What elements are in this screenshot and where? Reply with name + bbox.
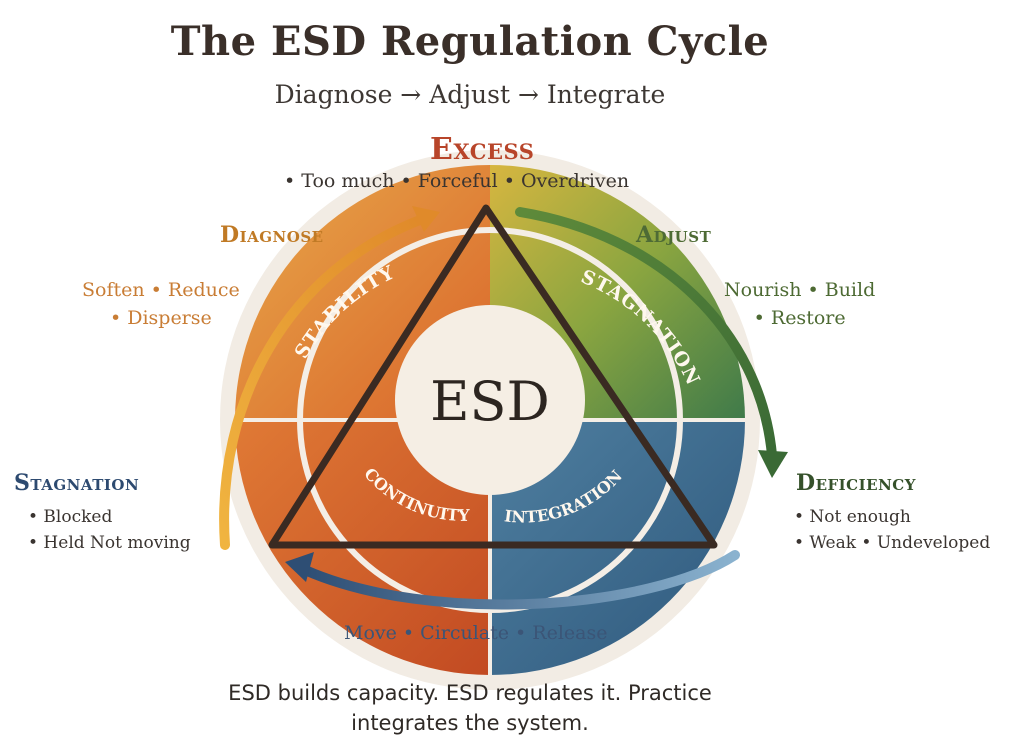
esd-triangle [268, 204, 718, 549]
stagnation-item-2: • Held Not moving [28, 533, 191, 553]
stagnation-title: Stagnation [14, 470, 140, 496]
adjust-arrow [515, 207, 777, 460]
adjust-items: Nourish • Build • Restore [724, 276, 875, 332]
adjust-arrowhead [758, 450, 788, 478]
circulate-arrowhead [285, 552, 314, 582]
deficiency-items: • Not enough • Weak • Undeveloped [794, 504, 990, 556]
excess-items: • Too much • Forceful • Overdriven [284, 170, 630, 192]
diagnose-items-line1: Soften • Reduce [82, 279, 240, 301]
diagnose-items: Soften • Reduce • Disperse [82, 276, 240, 332]
bottom-arrow-items: Move • Circulate • Release [344, 622, 608, 644]
caption-line-2: integrates the system. [351, 711, 589, 735]
diagnose-items-line2: • Disperse [109, 307, 212, 329]
circulate-arrow [300, 550, 740, 610]
deficiency-item-2: • Weak • Undeveloped [794, 533, 991, 553]
diagnose-arrow [219, 215, 425, 550]
page-subtitle: Diagnose → Adjust → Integrate [274, 80, 666, 109]
adjust-title: Adjust [636, 222, 712, 248]
diagnose-arrowhead [412, 206, 440, 232]
deficiency-item-1: • Not enough [794, 507, 911, 527]
caption-line-1: ESD builds capacity. ESD regulates it. P… [228, 681, 712, 705]
adjust-items-line2: • Restore [753, 307, 846, 329]
page-title: The ESD Regulation Cycle [170, 18, 770, 65]
center-esd-label: ESD [430, 370, 550, 433]
deficiency-title: Deficiency [796, 470, 916, 496]
diagnose-title: Diagnose [220, 222, 324, 248]
excess-title: Excess [430, 132, 535, 167]
stagnation-items: • Blocked • Held Not moving [28, 504, 191, 556]
adjust-items-line1: Nourish • Build [724, 279, 876, 301]
stagnation-item-1: • Blocked [28, 507, 113, 527]
center-circle [395, 305, 585, 495]
caption: ESD builds capacity. ESD regulates it. P… [140, 678, 800, 738]
